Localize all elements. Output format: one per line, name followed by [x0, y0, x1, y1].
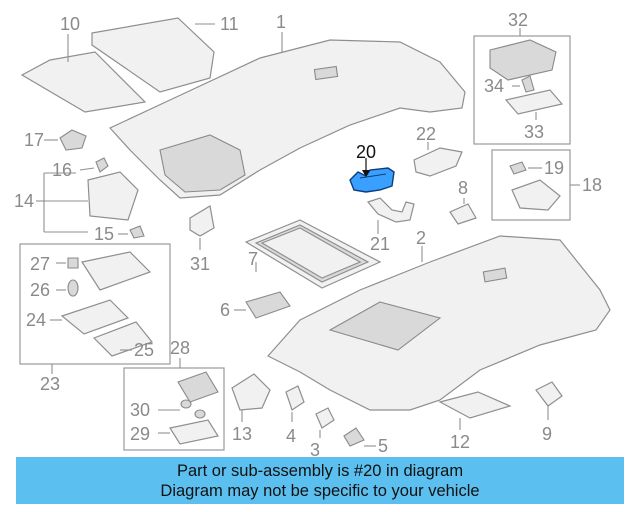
- callout-1: 1: [276, 12, 286, 32]
- callout-31: 31: [190, 254, 210, 274]
- part-13-bracket: [231, 373, 271, 411]
- group-box-28: [123, 367, 225, 451]
- callout-12: 12: [450, 432, 470, 452]
- callout-24: 24: [26, 310, 46, 330]
- part-4-clip: [285, 385, 305, 411]
- part-34-bulb: [521, 75, 535, 93]
- part-1-headliner-edge: [159, 134, 246, 193]
- leader-20-arrow: [362, 170, 370, 177]
- part-10-mat: [20, 51, 147, 113]
- callout-13: 13: [232, 424, 252, 444]
- part-2-headliner: [267, 235, 611, 411]
- part-1-opening: [313, 65, 339, 81]
- callout-17: 17: [24, 130, 44, 150]
- part-23-console: [81, 251, 152, 291]
- callout-7: 7: [248, 249, 258, 269]
- part-25-cover: [92, 321, 153, 357]
- callout-9: 9: [542, 424, 552, 444]
- part-27-cap: [67, 257, 79, 269]
- group-box-23: [19, 243, 171, 365]
- part-8-pad: [449, 203, 477, 225]
- callout-26: 26: [30, 280, 50, 300]
- callout-2: 2: [416, 228, 426, 248]
- part-21-grab-handle: [366, 197, 415, 223]
- part-22-bracket: [413, 147, 463, 177]
- callout-6: 6: [220, 300, 230, 320]
- callout-32: 32: [508, 10, 528, 30]
- part-11-mat: [91, 17, 215, 93]
- callout-30: 30: [130, 400, 150, 420]
- callout-22: 22: [416, 124, 436, 144]
- part-30-bulb-b: [194, 409, 206, 419]
- part-29-lens: [169, 419, 219, 445]
- callout-8: 8: [458, 178, 468, 198]
- callout-25: 25: [134, 340, 154, 360]
- part-2-dome-opening: [482, 267, 508, 283]
- part-2-sunroof-opening: [328, 301, 442, 351]
- part-12-mat: [438, 391, 512, 419]
- part-19-bulb: [509, 161, 527, 175]
- part-30-bulb: [180, 399, 192, 409]
- part-26-bulb: [67, 279, 79, 297]
- part-3-clip: [315, 407, 335, 429]
- part-17-hook: [59, 129, 87, 151]
- part-18-lamp: [511, 179, 561, 211]
- callout-11: 11: [220, 14, 239, 34]
- info-banner: Part or sub-assembly is #20 in diagram D…: [16, 457, 624, 504]
- part-28-lamp: [177, 371, 219, 403]
- callout-27: 27: [30, 254, 50, 274]
- group-box-32: [473, 35, 571, 145]
- part-20-grab-handle: [349, 167, 395, 193]
- part-31-lamp: [189, 205, 215, 237]
- callout-28: 28: [170, 338, 190, 358]
- part-9-cap: [535, 381, 563, 407]
- callout-18: 18: [582, 175, 602, 195]
- part-6-pad: [245, 291, 291, 319]
- callout-33: 33: [524, 122, 544, 142]
- callout-10: 10: [60, 14, 80, 34]
- callout-21: 21: [370, 234, 390, 254]
- callout-29: 29: [130, 424, 150, 444]
- part-32-console: [489, 39, 557, 81]
- callout-23: 23: [40, 374, 60, 394]
- part-7-seal-opening: [260, 227, 362, 279]
- callout-15: 15: [94, 224, 114, 244]
- callout-19: 19: [544, 158, 564, 178]
- callout-4: 4: [286, 426, 296, 446]
- part-24-lens: [60, 299, 130, 335]
- banner-line-1: Part or sub-assembly is #20 in diagram: [176, 462, 464, 480]
- banner-line-2: Diagram may not be specific to your vehi…: [160, 482, 480, 500]
- callout-5: 5: [378, 436, 388, 456]
- part-14-sun-visor: [87, 171, 139, 221]
- callout-34: 34: [484, 76, 504, 96]
- part-33-lens: [504, 89, 564, 115]
- part-5-clip: [343, 427, 365, 447]
- callout-20: 20: [356, 142, 376, 162]
- callout-14: 14: [14, 191, 34, 211]
- callout-3: 3: [310, 440, 320, 460]
- part-20-grab-handle-edge: [359, 173, 387, 179]
- part-15-clip: [129, 225, 145, 239]
- callout-16: 16: [52, 160, 72, 180]
- part-16-clip: [95, 157, 109, 173]
